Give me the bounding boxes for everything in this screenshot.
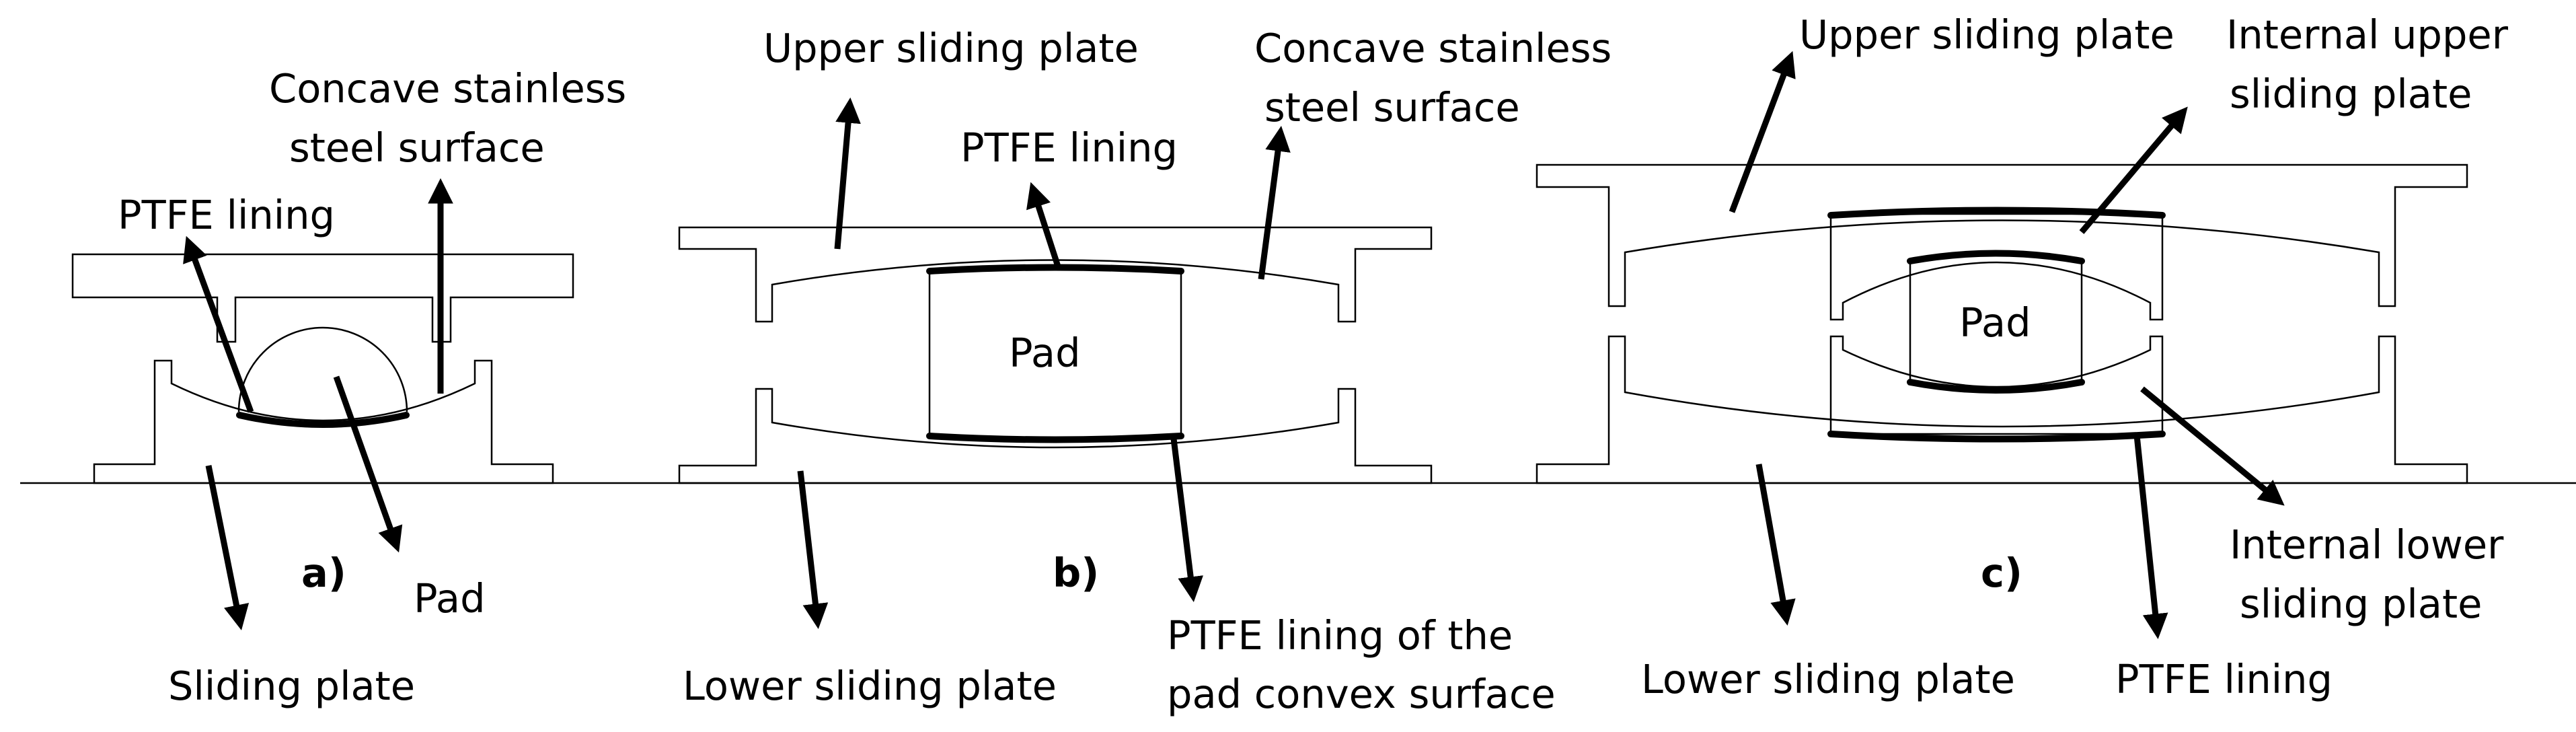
a-pad-label: Pad bbox=[414, 575, 486, 622]
c-lower-plate bbox=[1536, 335, 2468, 484]
b-concave-label-1: Concave stainless bbox=[1254, 25, 1612, 71]
b-ptfe-arrow bbox=[1026, 182, 1061, 268]
b-ptfe-convex-label-1: PTFE lining of the bbox=[1167, 612, 1513, 659]
b-concave-arrow bbox=[1258, 126, 1291, 280]
b-lower-label: Lower sliding plate bbox=[683, 663, 1057, 709]
b-ptfe-convex-label-2: pad convex surface bbox=[1167, 671, 1556, 717]
b-pad-label: Pad bbox=[1009, 330, 1081, 376]
c-pad-label: Pad bbox=[1959, 299, 2031, 346]
b-tag: b) bbox=[1053, 550, 1099, 596]
c-internal-upper-arrow bbox=[2079, 106, 2188, 234]
a-ptfe-label: PTFE lining bbox=[118, 192, 335, 238]
c-upper-arrow bbox=[1729, 50, 1796, 213]
c-internal-upper-label-1: Internal upper bbox=[2226, 11, 2509, 58]
a-ptfe-lining bbox=[236, 412, 410, 428]
c-ptfe-label: PTFE lining bbox=[2115, 656, 2333, 702]
b-upper-plate bbox=[678, 226, 1433, 323]
diagram-c: Upper sliding plate Internal upper slidi… bbox=[1536, 11, 2509, 702]
a-sliding-plate-arrow bbox=[205, 465, 250, 630]
c-internal-lower-arrow bbox=[2140, 386, 2285, 506]
c-internal-lower-label-1: Internal lower bbox=[2230, 521, 2504, 568]
b-upper-label: Upper sliding plate bbox=[763, 25, 1139, 71]
b-concave-label-2: steel surface bbox=[1264, 84, 1520, 131]
c-lower-arrow bbox=[1755, 464, 1796, 626]
b-ptfe-label: PTFE lining bbox=[960, 124, 1178, 171]
b-ptfe-bottom bbox=[926, 433, 1184, 443]
b-lower-plate bbox=[678, 388, 1433, 484]
c-upper-label: Upper sliding plate bbox=[1799, 11, 2174, 58]
b-upper-arrow bbox=[834, 97, 861, 250]
c-internal-upper-plate bbox=[1829, 213, 2164, 321]
a-concave-label-2: steel surface bbox=[289, 124, 545, 171]
a-concave-label-1: Concave stainless bbox=[269, 65, 626, 112]
c-ptfe-arrow bbox=[2133, 435, 2168, 640]
c-ptfe-inner-bottom bbox=[1907, 379, 2085, 394]
a-pad-arrow bbox=[333, 375, 403, 553]
a-sliding-plate bbox=[93, 359, 554, 484]
a-upper-plate bbox=[71, 253, 574, 343]
a-sliding-plate-label: Sliding plate bbox=[168, 663, 415, 709]
c-upper-plate bbox=[1536, 163, 2468, 307]
diagram-b: Upper sliding plate Concave stainless st… bbox=[678, 25, 1612, 717]
c-ptfe-outer-bottom bbox=[1827, 431, 2166, 443]
c-ptfe-outer-top bbox=[1827, 207, 2166, 219]
c-lower-label: Lower sliding plate bbox=[1641, 656, 2015, 702]
b-ptfe-convex-arrow bbox=[1170, 438, 1203, 603]
a-ptfe-arrow bbox=[183, 235, 254, 413]
a-pad bbox=[237, 326, 408, 412]
b-lower-arrow bbox=[797, 470, 829, 630]
c-internal-lower-label-2: sliding plate bbox=[2240, 581, 2482, 627]
c-internal-lower-plate bbox=[1829, 335, 2164, 435]
diagram-a: Concave stainless steel surface PTFE lin… bbox=[71, 65, 626, 709]
c-ptfe-inner-top bbox=[1907, 250, 2085, 264]
b-ptfe-top bbox=[926, 264, 1184, 274]
c-internal-upper-label-2: sliding plate bbox=[2230, 71, 2472, 117]
a-tag: a) bbox=[301, 550, 346, 596]
c-tag: c) bbox=[1981, 550, 2022, 596]
